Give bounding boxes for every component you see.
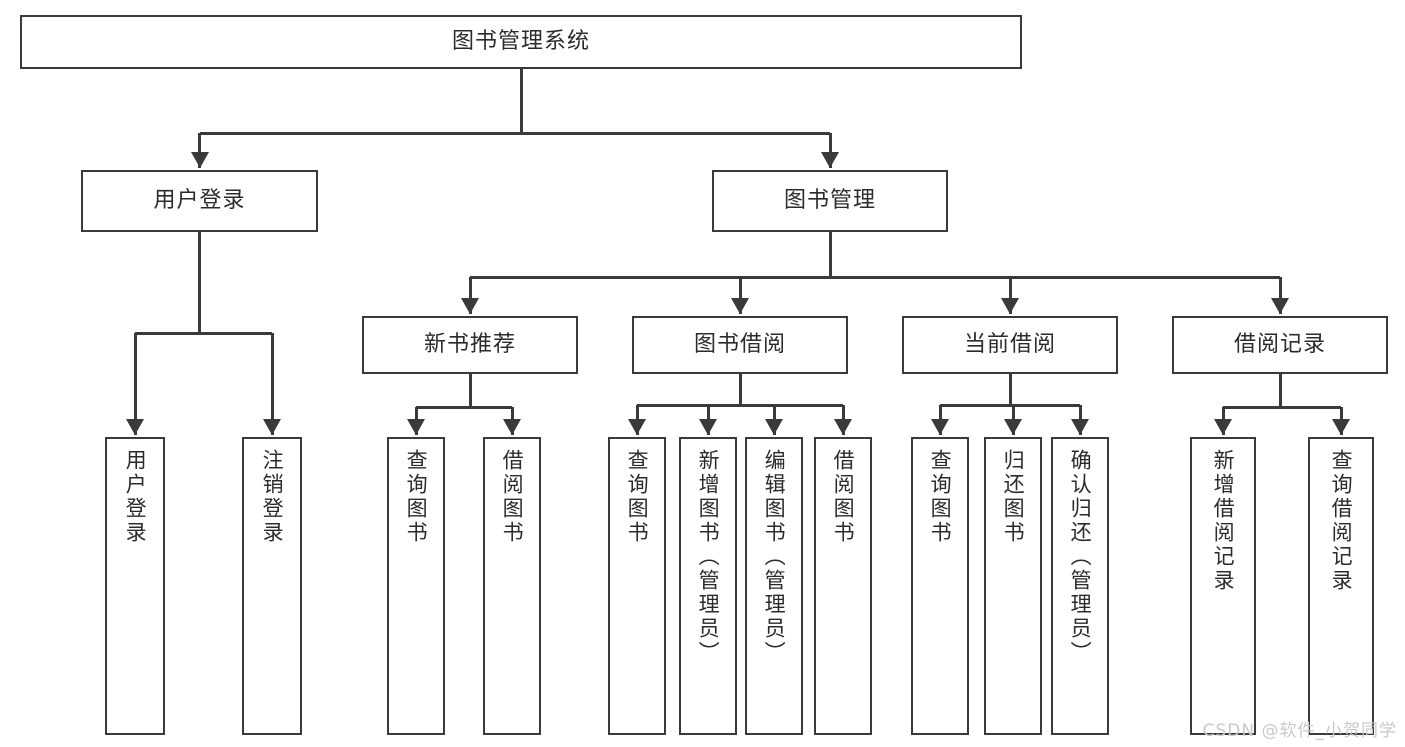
connector-arrowhead [1214, 419, 1232, 435]
node-label: 查询图书 [404, 449, 429, 545]
connector-arrowhead [263, 419, 281, 435]
node-label: 查询图书 [928, 449, 953, 545]
node-label: 查询借阅记录 [1329, 449, 1354, 593]
node-borrow-record[interactable]: 借阅记录 [1172, 316, 1388, 374]
node-book-manage[interactable]: 图书管理 [712, 170, 948, 232]
leaf-leaf-user-login[interactable]: 用户登录 [105, 437, 165, 735]
connector-arrowhead [407, 419, 425, 435]
node-label: 用户登录 [153, 188, 246, 214]
node-label: 编辑图书（管理员） [762, 449, 787, 665]
node-label: 新增图书（管理员） [696, 449, 721, 665]
node-label: 注销登录 [260, 449, 285, 545]
connector-vertical [198, 133, 201, 168]
connector-vertical [828, 133, 832, 168]
connector-arrowhead [628, 419, 646, 435]
connector-arrowhead [1004, 419, 1022, 435]
node-user-login[interactable]: 用户登录 [81, 170, 318, 232]
leaf-leaf-query-book-rec[interactable]: 查询图书 [387, 437, 445, 735]
node-label: 图书管理 [783, 188, 876, 214]
leaf-leaf-edit-book[interactable]: 编辑图书（管理员） [745, 437, 803, 735]
connector-arrowhead [821, 152, 839, 168]
connector-vertical [738, 277, 742, 314]
connector-arrowhead [931, 419, 949, 435]
connector-horizontal [135, 331, 272, 335]
connector-vertical [828, 232, 832, 277]
connector-arrowhead [1001, 298, 1019, 314]
node-label: 确认归还（管理员） [1068, 449, 1093, 665]
connector-vertical [519, 69, 523, 133]
node-book-borrow[interactable]: 图书借阅 [632, 316, 848, 374]
leaf-leaf-user-logout[interactable]: 注销登录 [242, 437, 302, 735]
connector-horizontal [1223, 405, 1341, 409]
node-new-book-recommend[interactable]: 新书推荐 [362, 316, 578, 374]
connector-arrowhead [765, 419, 783, 435]
connector-vertical [1008, 277, 1012, 314]
connector-vertical [1008, 374, 1012, 405]
leaf-leaf-borrow-book-rec[interactable]: 借阅图书 [483, 437, 541, 735]
leaf-leaf-return-book[interactable]: 归还图书 [984, 437, 1042, 735]
connector-arrowhead [126, 419, 144, 435]
connector-vertical [198, 232, 201, 333]
node-label: 查询图书 [625, 449, 650, 545]
connector-vertical [133, 333, 137, 435]
leaf-leaf-add-record[interactable]: 新增借阅记录 [1190, 437, 1256, 735]
node-label: 借阅记录 [1233, 332, 1326, 358]
node-label: 新书推荐 [423, 332, 516, 358]
connector-horizontal [940, 403, 1080, 407]
connector-arrowhead [699, 419, 717, 435]
node-label: 当前借阅 [963, 332, 1056, 358]
node-label: 归还图书 [1001, 449, 1026, 545]
connector-vertical [738, 374, 742, 405]
leaf-leaf-add-book[interactable]: 新增图书（管理员） [679, 437, 737, 735]
connector-vertical [270, 333, 274, 435]
connector-horizontal [199, 131, 830, 135]
connector-vertical [468, 374, 472, 407]
leaf-leaf-query-record[interactable]: 查询借阅记录 [1308, 437, 1374, 735]
connector-arrowhead [834, 419, 852, 435]
connector-arrowhead [461, 298, 479, 314]
node-label: 新增借阅记录 [1211, 449, 1236, 593]
connector-vertical [1278, 374, 1282, 407]
connector-horizontal [470, 275, 1280, 279]
leaf-leaf-query-book-brw[interactable]: 查询图书 [608, 437, 666, 735]
leaf-leaf-confirm-return[interactable]: 确认归还（管理员） [1051, 437, 1109, 735]
node-label: 借阅图书 [500, 449, 525, 545]
watermark-text: CSDN @软件_小贺同学 [1202, 721, 1397, 741]
connector-vertical [468, 277, 472, 314]
leaf-leaf-borrow-book-brw[interactable]: 借阅图书 [814, 437, 872, 735]
connector-arrowhead [503, 419, 521, 435]
leaf-leaf-query-book-cur[interactable]: 查询图书 [911, 437, 969, 735]
connector-arrowhead [190, 152, 209, 168]
connector-vertical [1278, 277, 1282, 314]
connector-arrowhead [1271, 298, 1289, 314]
node-label: 图书管理系统 [451, 29, 590, 55]
connector-horizontal [416, 405, 512, 409]
node-current-borrow[interactable]: 当前借阅 [902, 316, 1118, 374]
node-label: 图书借阅 [693, 332, 786, 358]
node-label: 借阅图书 [831, 449, 856, 545]
connector-horizontal [637, 403, 843, 407]
connector-arrowhead [1071, 419, 1089, 435]
node-root[interactable]: 图书管理系统 [20, 15, 1022, 69]
connector-arrowhead [731, 298, 749, 314]
node-label: 用户登录 [123, 449, 148, 545]
connector-arrowhead [1332, 419, 1350, 435]
